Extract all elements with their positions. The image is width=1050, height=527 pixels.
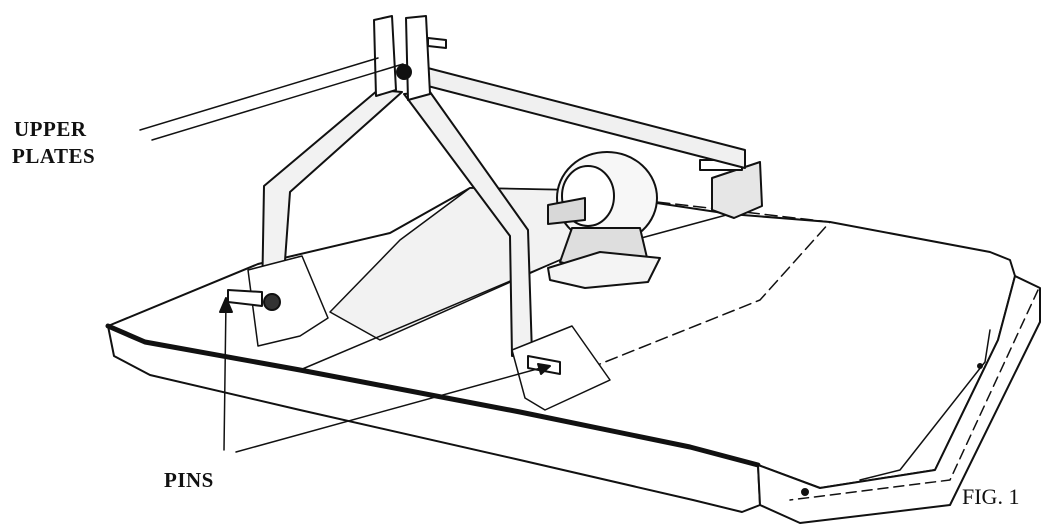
upper-plates-leader-2 [151, 63, 404, 141]
upper-plates-label-line2: PLATES [12, 144, 96, 168]
lower-left-pin [227, 289, 263, 307]
gearbox-base-plate [547, 251, 661, 289]
upper-plates-label-line1: UPPER [14, 117, 87, 141]
mower-deck-right-skirt [757, 275, 1041, 524]
pins-label: PINS [164, 468, 214, 492]
deck-right-trim-line [789, 289, 1039, 501]
skirt-rivet [801, 488, 809, 496]
upper-plates-leader-1 [139, 57, 379, 131]
upper-pin [427, 37, 447, 49]
pins-leader-1 [223, 299, 227, 451]
lower-left-pin-hole [263, 293, 281, 311]
upper-plate-right [405, 15, 431, 101]
upper-plate-left [373, 15, 397, 97]
pins-arrowhead-1 [219, 297, 233, 313]
figure-caption: FIG. 1 [962, 484, 1020, 509]
pins-leader-2 [235, 365, 549, 453]
deck-right-lower-panel [859, 329, 991, 481]
skirt-rivet [977, 363, 983, 369]
rear-hitch-bracket [711, 161, 763, 219]
lower-left-bracket [247, 255, 329, 347]
pins-arrowhead-2 [537, 363, 551, 375]
deck-front-edge-band [105, 323, 761, 468]
upper-hitch-pin-hole [396, 64, 412, 80]
gearbox-input-shaft [547, 197, 586, 225]
